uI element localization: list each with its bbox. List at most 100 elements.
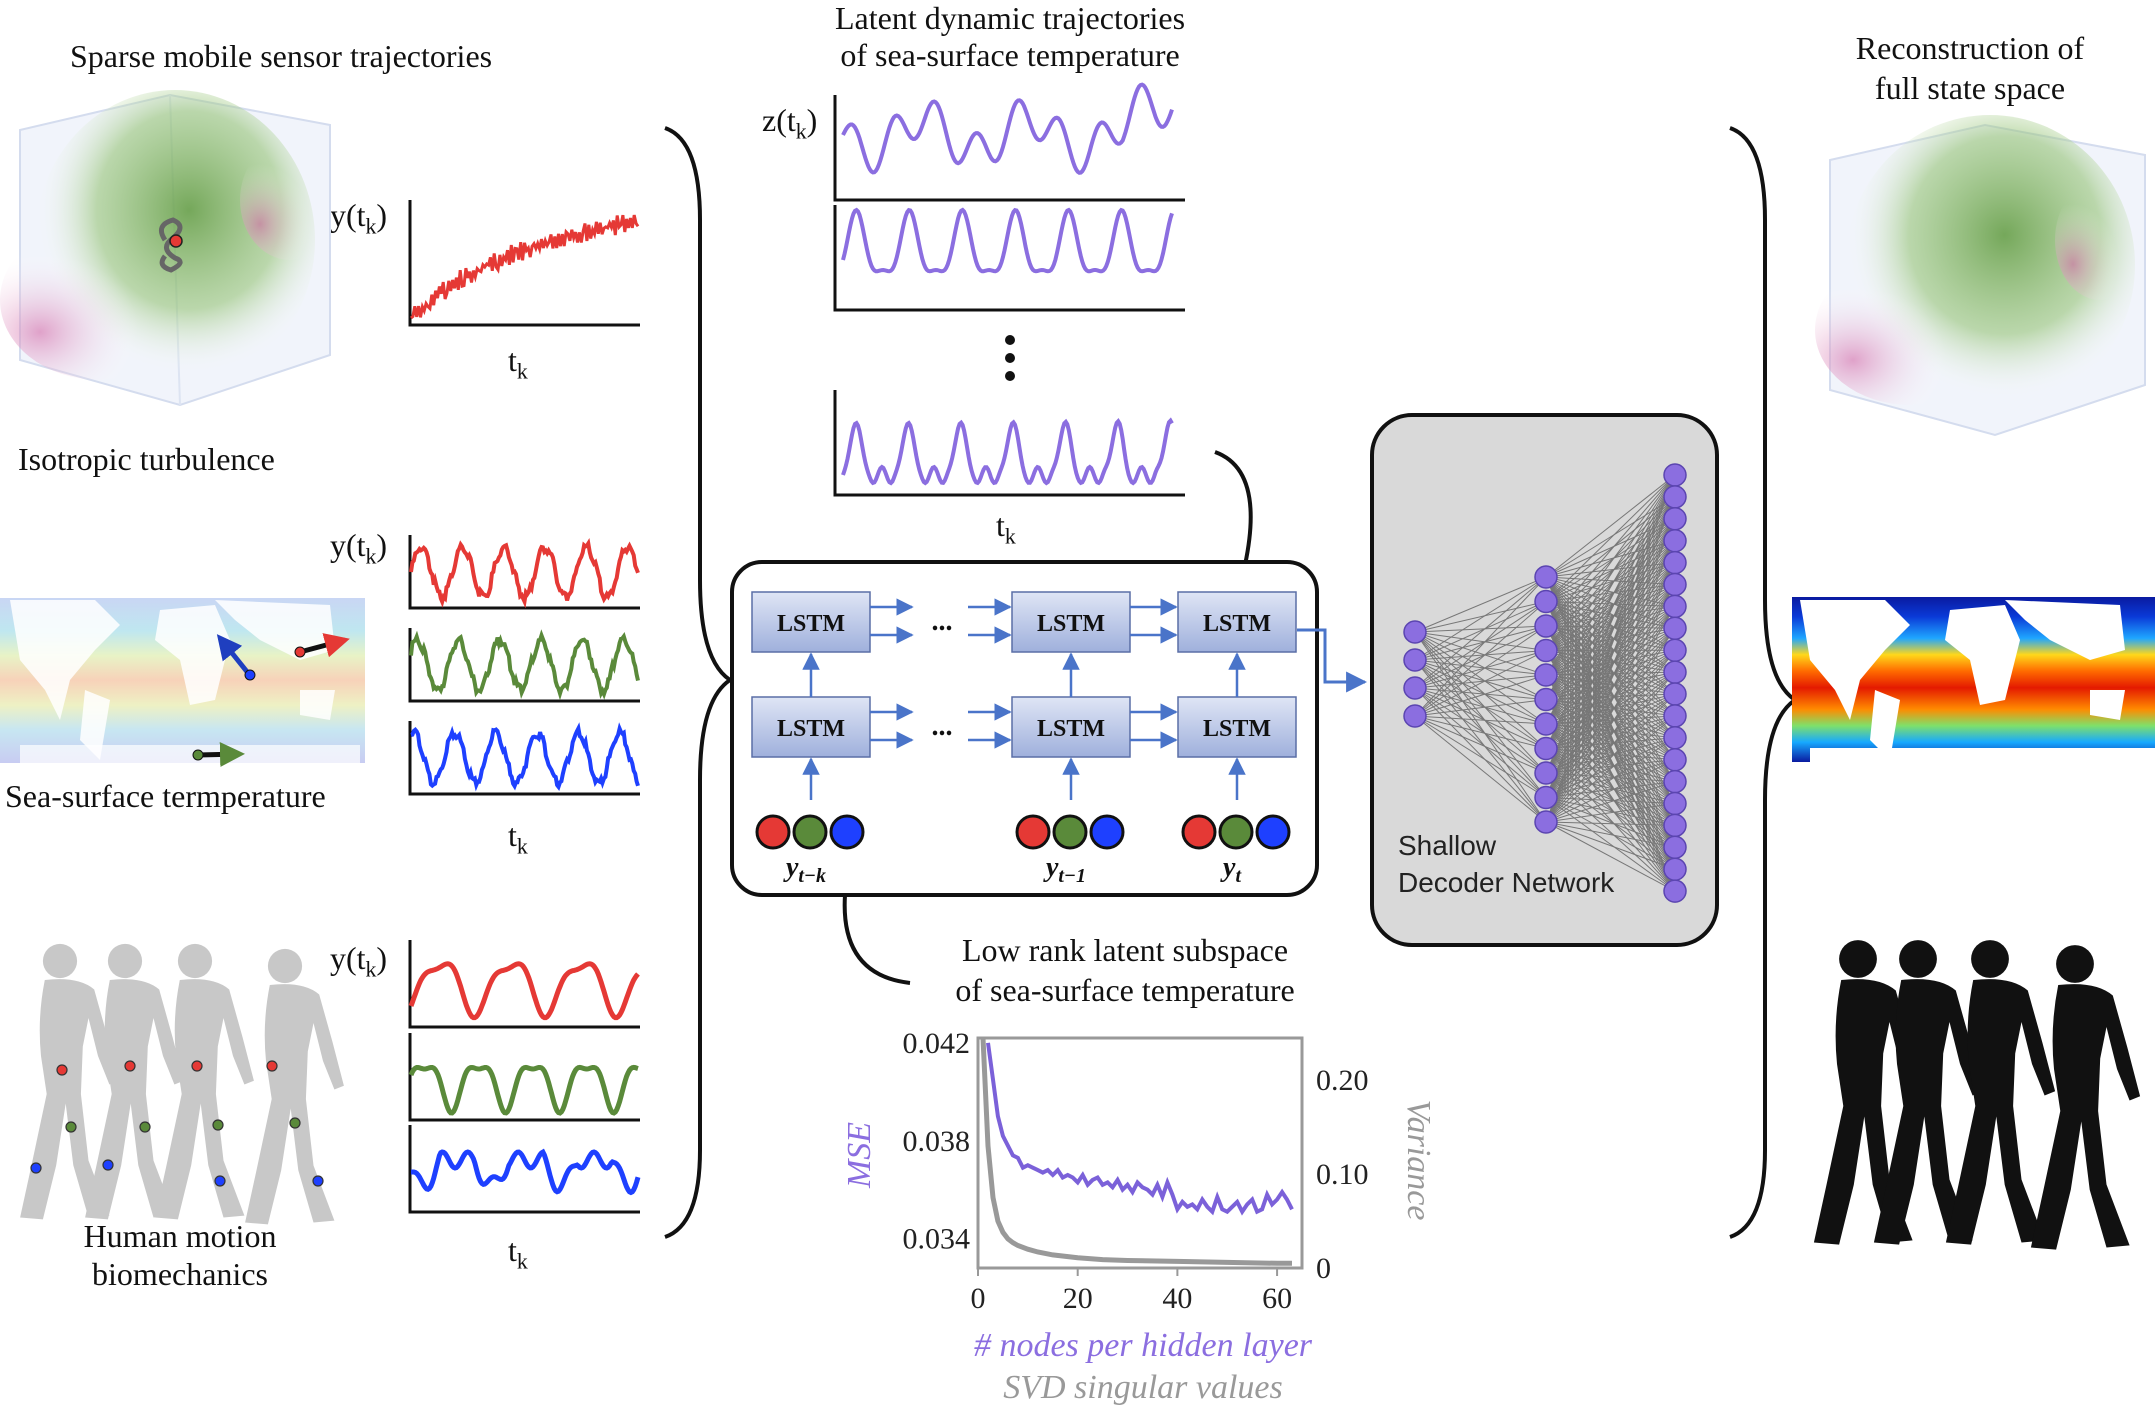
y-left-axis-label: MSE	[841, 1122, 878, 1189]
decoder-node	[1663, 594, 1687, 619]
decoder-edge	[1545, 496, 1676, 578]
t-axis-label-turbulence: tk	[508, 342, 528, 384]
decoder-edge	[1545, 474, 1676, 798]
decoder-edge	[1545, 474, 1676, 651]
input-sensor-dot	[792, 814, 828, 850]
y-axis-label-human: y(tk)	[330, 940, 388, 982]
decoder-edge	[1545, 584, 1676, 749]
decoder-edge	[1545, 584, 1676, 823]
chart-frame	[976, 1036, 1304, 1270]
decoder-node	[1534, 638, 1558, 663]
decoder-edge	[1545, 650, 1676, 673]
reconstructed-sst-map	[1792, 597, 2155, 762]
joint-markers	[30, 1060, 324, 1187]
decoder-edge	[1414, 659, 1547, 700]
decoder-edge	[1545, 496, 1676, 823]
decoder-edge	[1545, 562, 1676, 749]
decoder-node	[1534, 614, 1558, 638]
decoder-node	[1534, 687, 1558, 712]
lstm-cell-label: LSTM	[777, 716, 845, 742]
decoder-edge	[1545, 605, 1676, 627]
decoder-edge	[1545, 625, 1676, 651]
latent-plot-axes	[833, 390, 1185, 497]
decoder-edge	[1545, 518, 1676, 676]
decoder-edge	[1414, 631, 1547, 725]
y-left-tick-label: 0.034	[903, 1223, 971, 1256]
decoder-edge	[1545, 693, 1676, 774]
decoder-node	[1663, 704, 1687, 728]
decoder-node	[1663, 682, 1687, 706]
decoder-node	[1534, 565, 1558, 589]
decoder-edge	[1545, 496, 1676, 749]
y-right-tick-label: 0	[1316, 1252, 1331, 1285]
decoder-node	[1534, 736, 1558, 761]
decoder-edge	[1545, 474, 1676, 578]
decoder-node	[1534, 712, 1558, 736]
decoder-edge	[1545, 797, 1676, 870]
decoder-edge	[1545, 496, 1676, 725]
latent-signal	[841, 417, 1174, 486]
decoder-edge	[1414, 659, 1547, 798]
decoder-edge	[1545, 540, 1676, 725]
latent-signal	[841, 82, 1174, 175]
input-sensor-dot	[1052, 814, 1088, 850]
decoder-edge	[1414, 659, 1547, 749]
lstm-cell-label: LSTM	[1203, 716, 1271, 742]
x-tick-label: 20	[1063, 1282, 1093, 1315]
decoder-edge	[1545, 562, 1676, 651]
decoder-node	[1663, 638, 1687, 662]
decoder-edge	[1414, 659, 1547, 725]
sst-input-map	[0, 598, 365, 767]
human-signal	[408, 1064, 639, 1116]
latent-signal	[841, 207, 1174, 274]
t-axis-label-sst: tk	[508, 817, 528, 859]
x-tick-label: 60	[1262, 1282, 1292, 1315]
decoder-label-line1: Shallow	[1398, 830, 1497, 861]
decoder-edge	[1545, 693, 1676, 725]
decoder-edge	[1545, 737, 1676, 798]
decoder-edge	[1414, 625, 1547, 717]
decoder-edge	[1545, 474, 1676, 725]
human-plot-axes	[408, 1033, 640, 1122]
decoder-node	[1534, 810, 1558, 834]
decoder-edge	[1414, 715, 1547, 798]
decoder-edge	[1414, 715, 1547, 749]
decoder-edge	[1545, 627, 1676, 700]
decoder-edge	[1414, 687, 1547, 725]
decoder-edge	[1545, 649, 1676, 774]
decoder-edge	[1545, 540, 1676, 700]
decoder-edge	[1545, 584, 1676, 651]
z-axis-label: z(tk)	[762, 102, 818, 144]
decoder-edge	[1545, 496, 1676, 651]
decoder-edge	[1545, 649, 1676, 725]
sensor-trajectory-plots	[408, 200, 641, 1214]
turbulence-plot-axes	[408, 200, 640, 327]
lstm-cell	[1011, 591, 1131, 653]
chart-series-line	[986, 1042, 1294, 1216]
decoder-node	[1403, 620, 1427, 644]
decoder-edge	[1545, 797, 1676, 892]
left-title: Sparse mobile sensor trajectories	[70, 38, 493, 74]
t-axis-label-human: tk	[508, 1232, 528, 1274]
decoder-edge	[1545, 821, 1676, 870]
decoder-edge	[1545, 584, 1676, 774]
decoder-edge	[1414, 715, 1547, 774]
decoder-edge	[1545, 627, 1676, 798]
decoder-edge	[1545, 474, 1676, 823]
y-right-axis-label: Variance	[1400, 1100, 1437, 1221]
decoder-edge	[1545, 737, 1676, 823]
decoder-edge	[1545, 474, 1676, 676]
decoder-edge	[1414, 687, 1547, 774]
decoder-edge	[1545, 518, 1676, 700]
lstm-cell	[1177, 696, 1297, 758]
decoder-edge	[1545, 584, 1676, 676]
decoder-edge	[1545, 627, 1676, 725]
decoder-edge	[1545, 496, 1676, 627]
decoder-edge	[1414, 687, 1547, 798]
decoder-edge	[1545, 693, 1676, 798]
input-sensor-dot	[1181, 814, 1217, 850]
decoder-edge	[1414, 631, 1547, 700]
decoder-edge	[1545, 671, 1676, 700]
